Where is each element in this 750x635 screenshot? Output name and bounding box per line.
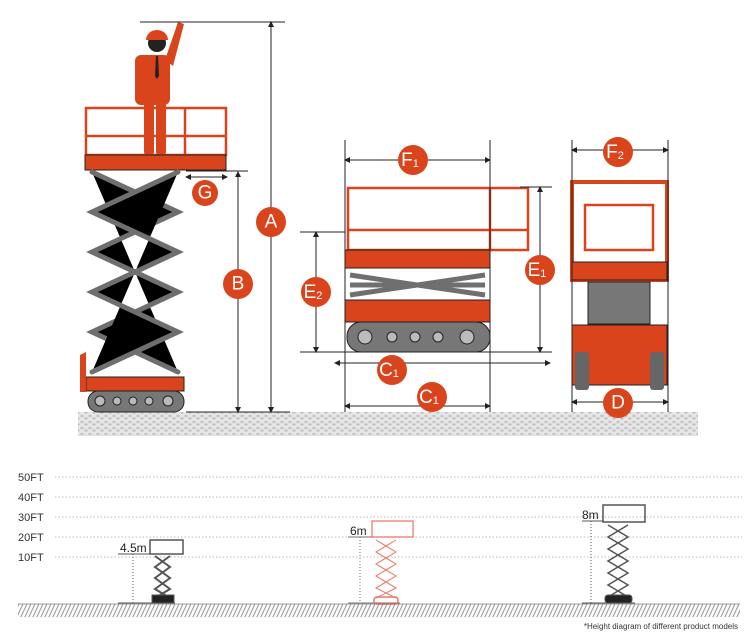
svg-text:C1: C1 bbox=[419, 387, 439, 408]
tick-40ft: 40FT bbox=[18, 492, 44, 504]
svg-text:D: D bbox=[611, 393, 625, 414]
chart-caption: *Height diagram of different product mod… bbox=[584, 622, 738, 631]
svg-text:F2: F2 bbox=[606, 142, 624, 163]
svg-text:G: G bbox=[198, 183, 213, 204]
svg-text:C1: C1 bbox=[379, 360, 399, 381]
svg-text:E1: E1 bbox=[528, 260, 547, 281]
extended-lift-side-view bbox=[80, 22, 228, 413]
hatched-ground bbox=[18, 604, 740, 617]
dim-badge-e1: E1 bbox=[525, 255, 555, 285]
dim-badge-f2: F2 bbox=[603, 137, 633, 167]
svg-text:A: A bbox=[265, 212, 278, 233]
model-6m bbox=[348, 520, 414, 605]
height-comparison-chart: 50FT 40FT 30FT 20FT 10FT 4.5m 6m bbox=[18, 472, 742, 631]
tick-30ft: 30FT bbox=[18, 512, 44, 524]
dim-badge-d: D bbox=[603, 388, 633, 418]
model-8m bbox=[582, 504, 646, 604]
dim-badge-g: G bbox=[192, 180, 218, 206]
lift-front-view bbox=[570, 180, 669, 390]
dim-badge-a: A bbox=[256, 207, 286, 237]
model-label-4-5m: 4.5m bbox=[120, 541, 147, 555]
dim-badge-b: B bbox=[223, 269, 253, 299]
tick-20ft: 20FT bbox=[18, 532, 44, 544]
svg-text:E2: E2 bbox=[304, 282, 323, 303]
worker-figure bbox=[135, 22, 184, 156]
model-label-8m: 8m bbox=[582, 508, 599, 522]
svg-text:F1: F1 bbox=[401, 150, 419, 171]
scissor-arms bbox=[86, 169, 184, 375]
dim-badge-c1-overall: C1 bbox=[377, 355, 407, 385]
dim-badge-f1: F1 bbox=[398, 145, 428, 175]
stowed-lift-side-view bbox=[344, 186, 530, 353]
dim-badge-e2: E2 bbox=[301, 277, 331, 307]
tick-50ft: 50FT bbox=[18, 472, 44, 484]
tick-10ft: 10FT bbox=[18, 552, 44, 564]
svg-text:B: B bbox=[232, 274, 245, 295]
dim-badge-c1-track: C1 bbox=[417, 382, 447, 412]
model-label-6m: 6m bbox=[350, 524, 367, 538]
ground bbox=[78, 412, 698, 436]
model-4-5m bbox=[118, 539, 184, 604]
